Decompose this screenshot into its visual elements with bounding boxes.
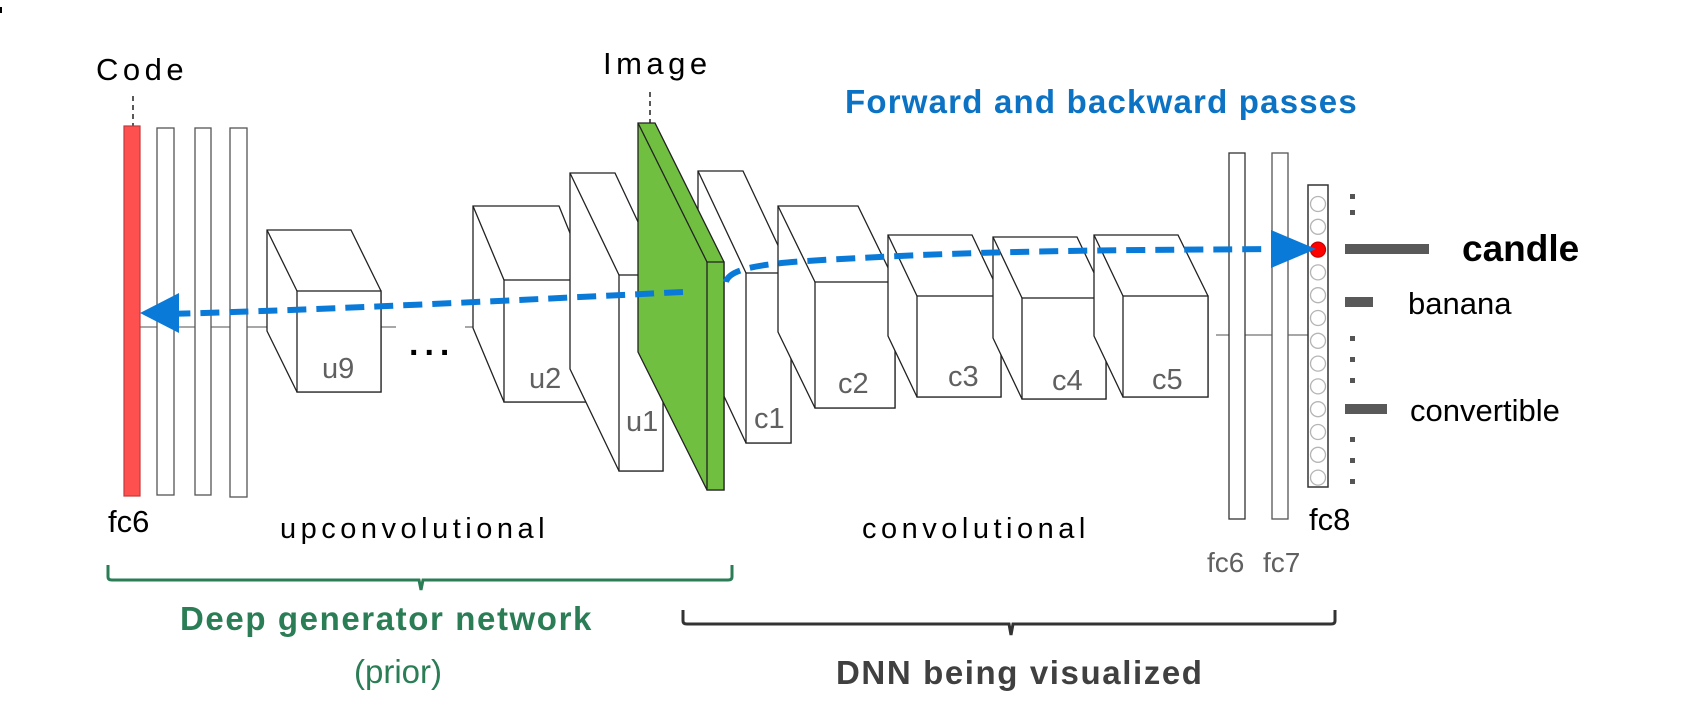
layer-box-c5: c5: [1093, 234, 1209, 398]
box-edge: [472, 205, 505, 281]
dnn-fc6-label: fc6: [1207, 547, 1244, 578]
box-front-face: [296, 290, 382, 393]
neuron: [1309, 332, 1327, 349]
ellipsis-dot: [1350, 479, 1355, 484]
neuron: [1309, 195, 1327, 213]
dnn-fc6-bar: [1228, 152, 1246, 520]
score-bar-candle: [1345, 244, 1429, 254]
neuron: [1309, 355, 1327, 372]
ellipsis-dot: [1350, 336, 1355, 341]
neuron: [1309, 309, 1327, 327]
ellipsis-dot: [1350, 458, 1355, 463]
ellipsis-dot: [1350, 210, 1355, 215]
vertical-ellipsis: [1350, 194, 1355, 484]
layer-label-c3: c3: [948, 361, 979, 393]
upconv-section-label: upconvolutional: [280, 513, 549, 545]
image-layer-side: [706, 261, 725, 491]
forward-pass-path: [723, 246, 1281, 284]
neuron: [1309, 218, 1327, 235]
box-front-face: [814, 281, 896, 409]
ellipsis-dot: [1350, 378, 1355, 383]
diagram-title: Forward and backward passes: [845, 83, 1358, 120]
ellipsis-dot: [1350, 437, 1355, 442]
class-label-candle: candle: [1462, 228, 1579, 269]
box-front-face: [1021, 297, 1107, 400]
box-edge: [887, 234, 918, 297]
ellipsis-dot: [1350, 194, 1355, 199]
fc8-neurons: [1309, 195, 1327, 486]
neuron: [1309, 446, 1327, 463]
neuron: [1309, 287, 1327, 304]
generator-title: Deep generator network: [180, 600, 593, 637]
conv-section-label: convolutional: [862, 513, 1090, 545]
layer-box-c4: c4: [992, 236, 1107, 400]
corner-mark: [0, 7, 2, 13]
neuron: [1309, 423, 1327, 441]
forward-arrowhead-icon: [1271, 230, 1316, 268]
class-label-convertible: convertible: [1410, 393, 1560, 428]
dnn-brace: [681, 610, 1337, 636]
code-layer-label: fc6: [108, 504, 149, 539]
layer-box-c2: c2: [777, 205, 896, 409]
score-bar-banana: [1345, 297, 1373, 307]
box-edge: [992, 236, 1023, 299]
code-label: Code: [96, 52, 188, 87]
layer-label-c1: c1: [754, 403, 785, 435]
layer-label-u9: u9: [322, 353, 354, 385]
layer-label-c2: c2: [838, 368, 869, 400]
backward-pass-path: [167, 289, 684, 317]
image-layer: [637, 122, 725, 491]
layer-label-c4: c4: [1052, 365, 1083, 397]
generator-subtitle: (prior): [354, 653, 442, 690]
box-edge: [266, 229, 298, 292]
dnn-title: DNN being visualized: [836, 654, 1204, 691]
class-scores: candle banana convertible: [1345, 228, 1579, 428]
neuron: [1309, 378, 1327, 395]
box-front-face: [1122, 295, 1209, 398]
image-label: Image: [603, 46, 712, 81]
layer-box-c3: c3: [887, 234, 1002, 398]
ellipsis-dot: [1350, 357, 1355, 362]
dnn-fc7-label: fc7: [1263, 547, 1300, 578]
neuron: [1309, 469, 1327, 486]
image-layer-edge: [637, 122, 708, 263]
box-edge: [777, 205, 816, 283]
code-layer-bar: [123, 125, 141, 497]
box-edge: [1093, 234, 1124, 297]
neuron: [1309, 401, 1327, 418]
dnn-fc7-bar: [1271, 152, 1289, 520]
generator-brace: [106, 565, 734, 591]
box-edge: [569, 172, 620, 276]
layer-ellipsis: ...: [409, 325, 455, 363]
box-edge: [697, 170, 747, 274]
score-bar-convertible: [1345, 404, 1387, 414]
layer-label-u1: u1: [626, 406, 658, 438]
neuron: [1309, 264, 1327, 281]
layer-label-u2: u2: [529, 363, 561, 395]
layer-label-c5: c5: [1152, 364, 1183, 396]
layer-boxes: u9 u2 u1 c1 c2 c3 c4 c5: [266, 170, 1209, 472]
fc8-label: fc8: [1309, 502, 1350, 537]
backward-arrowhead-icon: [140, 293, 179, 333]
class-label-banana: banana: [1408, 286, 1512, 321]
